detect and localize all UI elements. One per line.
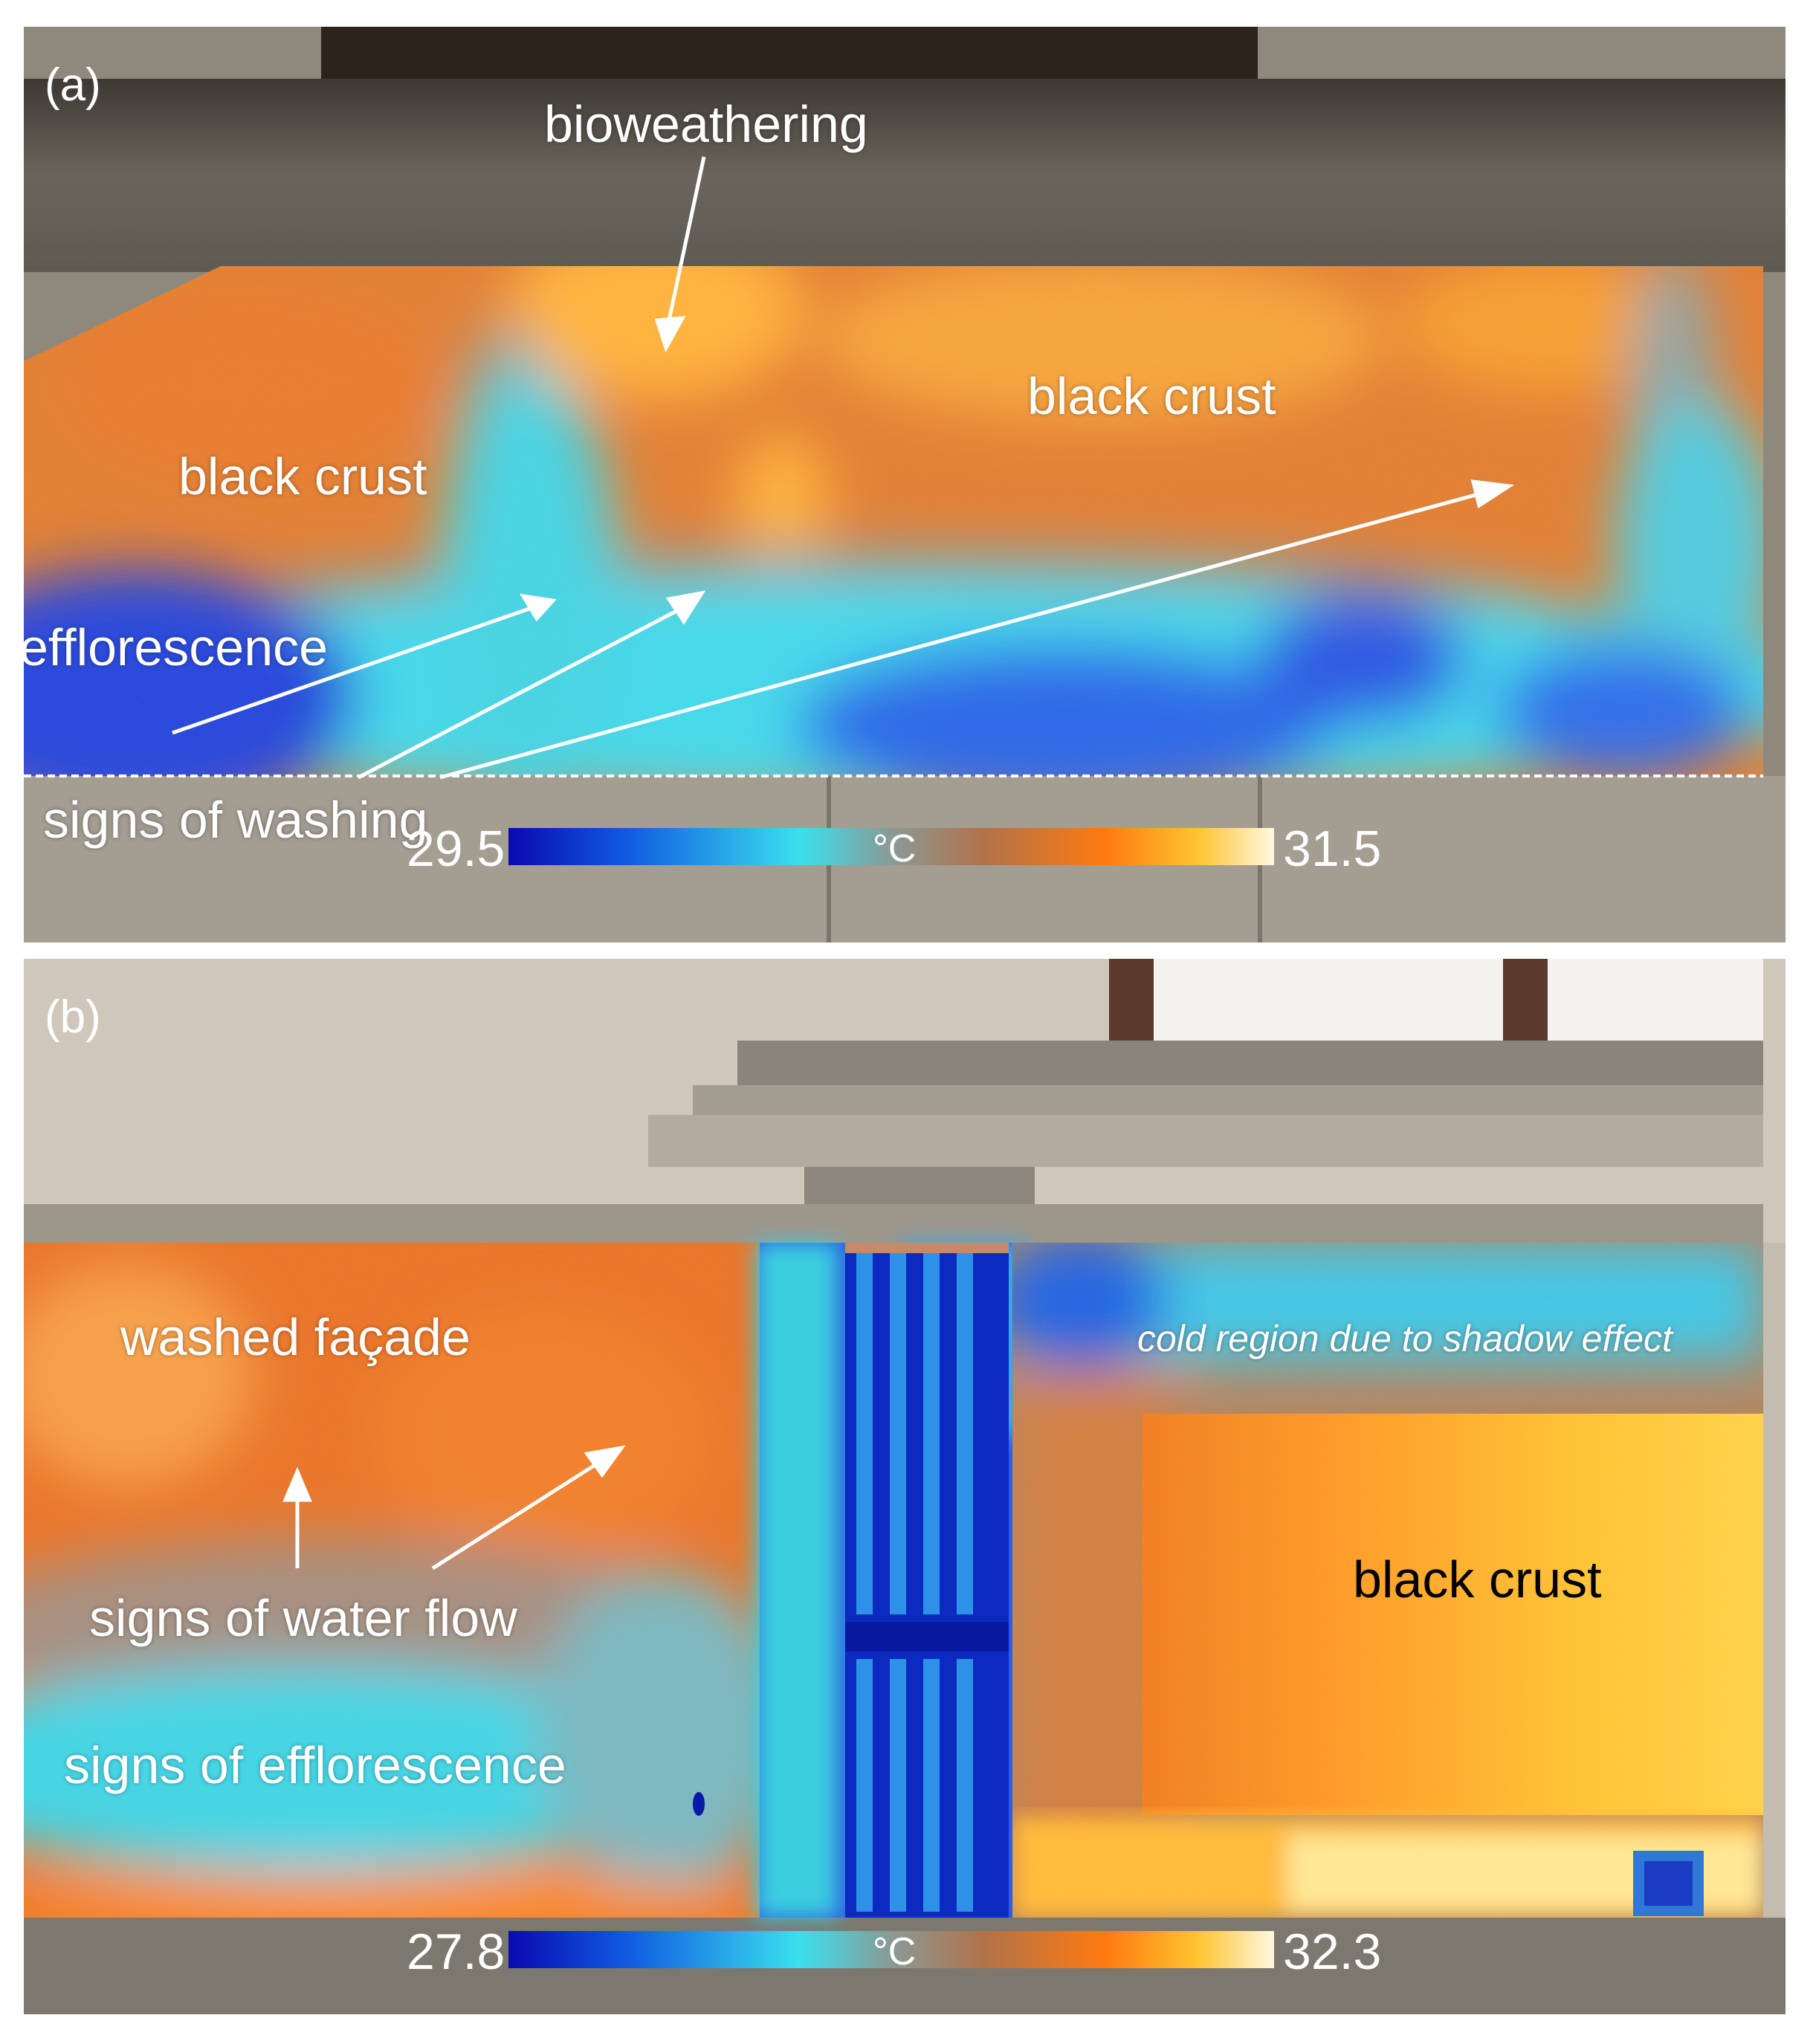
label-cold-region: cold region due to shadow effect bbox=[1137, 1318, 1673, 1359]
panel-b-colorbar-max: 32.3 bbox=[1283, 1924, 1382, 1980]
panel-b: (b) washed façade cold region due to sha… bbox=[24, 959, 1785, 2014]
panel-b-pilaster bbox=[756, 1243, 1027, 1918]
label-black-crust-left: black crust bbox=[178, 447, 427, 505]
label-black-crust: black crust bbox=[1353, 1550, 1602, 1608]
label-signs-of-efflorescence: signs of efflorescence bbox=[64, 1736, 566, 1794]
panel-b-tag: (b) bbox=[45, 992, 101, 1043]
panel-b-colorbar-unit: °C bbox=[873, 1930, 917, 1973]
panel-a-colorbar-unit: °C bbox=[873, 827, 917, 870]
panel-a-arrows bbox=[172, 156, 1515, 780]
panel-b-colorbar bbox=[508, 1931, 1274, 1968]
panel-a-colorbar-max: 31.5 bbox=[1283, 821, 1382, 877]
panel-a-colorbar bbox=[508, 828, 1274, 865]
panel-a-tag: (a) bbox=[45, 59, 101, 111]
panel-b-colorbar-min: 27.8 bbox=[407, 1924, 505, 1980]
panel-a-thermal-photo bbox=[24, 27, 1785, 942]
label-signs-of-washing: signs of washing bbox=[43, 791, 428, 849]
panel-a: (a) bioweathering black crust black crus… bbox=[24, 27, 1785, 942]
label-efflorescence: efflorescence bbox=[24, 618, 329, 676]
label-black-crust-right: black crust bbox=[1027, 367, 1276, 425]
panel-b-thermal-photo bbox=[24, 959, 1785, 2014]
panel-a-colorbar-min: 29.5 bbox=[407, 821, 505, 877]
label-washed-facade: washed façade bbox=[120, 1308, 471, 1366]
label-bioweathering: bioweathering bbox=[544, 95, 868, 153]
panel-b-arrows bbox=[282, 1445, 626, 1571]
label-signs-of-water-flow: signs of water flow bbox=[89, 1589, 517, 1647]
